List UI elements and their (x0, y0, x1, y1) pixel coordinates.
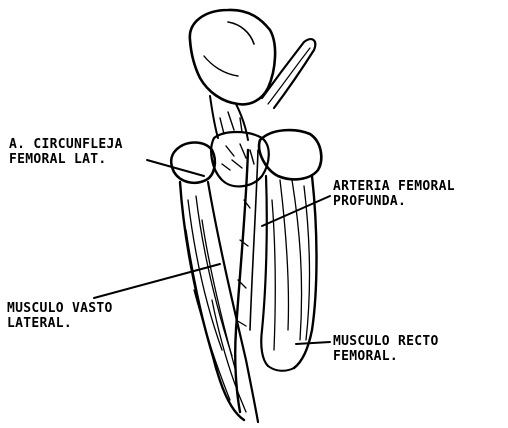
vastus-lateralis-drawing (171, 143, 258, 423)
label-a-circunfleja-line2: FEMORAL LAT. (9, 152, 123, 167)
label-musculo-recto-line2: FEMORAL. (333, 349, 439, 364)
label-arteria-femoral-line2: PROFUNDA. (333, 194, 455, 209)
leader-line-musculo-vasto (94, 264, 220, 298)
femur-head-drawing (190, 10, 315, 140)
label-a-circunfleja-line1: A. CIRCUNFLEJA (9, 137, 123, 152)
label-arteria-femoral-line1: ARTERIA FEMORAL (333, 179, 455, 194)
label-a-circunfleja: A. CIRCUNFLEJA FEMORAL LAT. (9, 137, 123, 167)
label-musculo-vasto-line1: MUSCULO VASTO (7, 301, 113, 316)
label-musculo-vasto-line2: LATERAL. (7, 316, 113, 331)
rectus-femoris-drawing (259, 130, 321, 371)
label-musculo-recto-line1: MUSCULO RECTO (333, 334, 439, 349)
leader-line-musculo-recto (296, 342, 330, 344)
label-arteria-femoral: ARTERIA FEMORAL PROFUNDA. (333, 179, 455, 209)
label-musculo-vasto: MUSCULO VASTO LATERAL. (7, 301, 113, 331)
label-musculo-recto: MUSCULO RECTO FEMORAL. (333, 334, 439, 364)
femoral-vessel-drawing (235, 150, 258, 412)
